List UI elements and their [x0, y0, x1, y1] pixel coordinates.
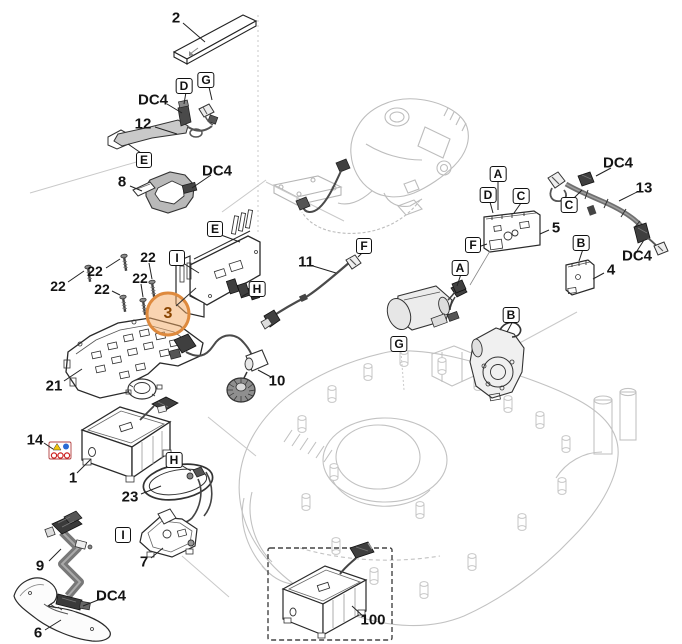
screws-22 [84, 253, 156, 316]
part-11-cable [260, 254, 362, 330]
console-cable [295, 158, 351, 213]
callout-part-10[interactable]: 10 [268, 372, 286, 390]
connector-ref-h-2: H [165, 452, 183, 468]
connector-ref-i-2: I [115, 527, 131, 543]
connector-ref-c-2: C [560, 197, 578, 213]
callout-part-13[interactable]: 13 [635, 179, 653, 197]
callout-part-23[interactable]: 23 [121, 488, 139, 506]
connector-ref-g-1: G [197, 72, 215, 88]
callout-part-22-1[interactable]: 22 [140, 249, 156, 265]
callout-part-22-2[interactable]: 22 [87, 263, 103, 279]
connector-ref-d-2: D [479, 187, 497, 203]
part-5-circuit-board [449, 210, 541, 311]
connector-ref-h-1: H [248, 281, 266, 297]
callout-part-22-3[interactable]: 22 [50, 278, 66, 294]
callout-part-22-4[interactable]: 22 [132, 270, 148, 286]
gearbox-assembly-reference [469, 321, 525, 402]
group-divider-lines [29, 15, 578, 598]
callout-dc4-4: DC4 [602, 154, 634, 172]
callout-part-6[interactable]: 6 [33, 624, 43, 642]
callout-dc4-2: DC4 [201, 162, 233, 180]
part-23-seal-ring [142, 463, 214, 524]
connector-ref-e-1: E [135, 152, 153, 168]
part-7-bracket [139, 508, 198, 558]
callout-dc4-3: DC4 [95, 587, 127, 605]
connector-ref-i-1: I [169, 250, 185, 266]
callout-part-21[interactable]: 21 [45, 377, 63, 395]
callout-part-2[interactable]: 2 [171, 9, 181, 27]
part-4-circuit-board [565, 259, 595, 296]
callout-part-9[interactable]: 9 [35, 557, 45, 575]
connector-ref-f-1: F [356, 238, 372, 254]
part-1-battery-compartment [80, 396, 179, 483]
part-6-cover [13, 577, 111, 642]
connector-ref-d-1: D [175, 78, 193, 94]
accessory-dashed-box [267, 547, 393, 641]
chassis-hatching [283, 429, 333, 463]
prohibition-icon [50, 452, 58, 459]
callout-part-22-5[interactable]: 22 [94, 281, 110, 297]
callout-dc4-1: DC4 [137, 91, 169, 109]
part-10-fan-motor [168, 333, 269, 403]
connector-ref-c-1: C [512, 188, 530, 204]
mandatory-icon [63, 443, 69, 450]
highlight-circle[interactable] [145, 287, 197, 337]
connector-ref-b-2: B [502, 307, 520, 323]
part-14-warning-label [48, 441, 72, 460]
warning-triangle-icon [52, 443, 62, 451]
connector-ref-e-2: E [206, 221, 224, 237]
callout-part-12[interactable]: 12 [134, 115, 152, 133]
part-21-chassis-tray [63, 317, 204, 400]
prohibition-icon [63, 452, 71, 459]
console-reference-drawing [272, 98, 469, 235]
prohibition-icon [57, 452, 64, 459]
highlighted-callout-part-3[interactable]: 3 [163, 305, 173, 322]
connector-ref-b-1: B [572, 235, 590, 251]
arrow-marking-icon [189, 47, 199, 56]
part-12-cable-bracket [107, 99, 219, 150]
part-9-ribbon-cable [44, 510, 93, 611]
callout-part-100[interactable]: 100 [360, 611, 386, 629]
chassis-reference-drawing [238, 345, 637, 627]
callout-part-4[interactable]: 4 [606, 261, 616, 279]
connector-ref-f-2: F [465, 237, 481, 253]
motor-assembly-reference [386, 279, 467, 331]
callout-dc4-5: DC4 [621, 247, 653, 265]
part-2-cover-strip [172, 14, 258, 65]
part-13-wiring-harness [547, 171, 669, 256]
part-100-battery [267, 541, 393, 641]
callout-part-1[interactable]: 1 [68, 469, 78, 487]
callout-part-7[interactable]: 7 [139, 553, 149, 571]
connector-ref-a-1: A [489, 166, 507, 182]
callout-part-11[interactable]: 11 [298, 253, 314, 271]
callout-part-5[interactable]: 5 [551, 219, 561, 237]
callout-part-14[interactable]: 14 [26, 431, 44, 449]
callout-part-8[interactable]: 8 [117, 173, 127, 191]
buzzer [125, 378, 163, 400]
part-8-retainer [132, 171, 198, 214]
leader-lines [43, 22, 645, 631]
connector-ref-a-2: A [451, 260, 469, 276]
connector-ref-g-2: G [390, 336, 408, 352]
